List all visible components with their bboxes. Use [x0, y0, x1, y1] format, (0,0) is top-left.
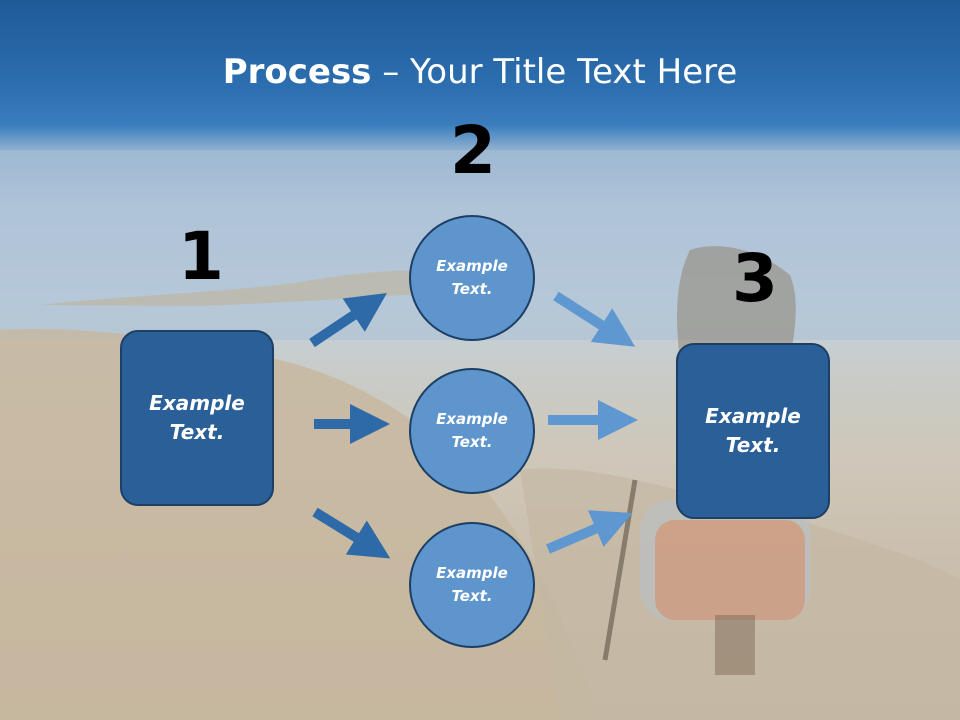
step-number-1: 1 [178, 218, 224, 295]
left-step-box: Example Text. [120, 330, 274, 506]
arrow-left-to-top [309, 293, 387, 348]
step-number-3: 3 [732, 240, 778, 317]
arrow-left-to-bottom [312, 507, 391, 559]
step-number-2: 2 [450, 112, 496, 189]
arrow-bottom-to-right [546, 510, 633, 554]
slide-title: Process – Your Title Text Here [0, 52, 960, 92]
title-bold: Process [222, 52, 372, 92]
circle-middle: Example Text. [409, 368, 535, 494]
right-step-box: Example Text. [676, 343, 830, 519]
circle-bottom: Example Text. [409, 522, 535, 648]
circle-top: Example Text. [409, 215, 535, 341]
arrow-top-to-right [553, 291, 636, 347]
title-rest: – Your Title Text Here [371, 52, 738, 92]
